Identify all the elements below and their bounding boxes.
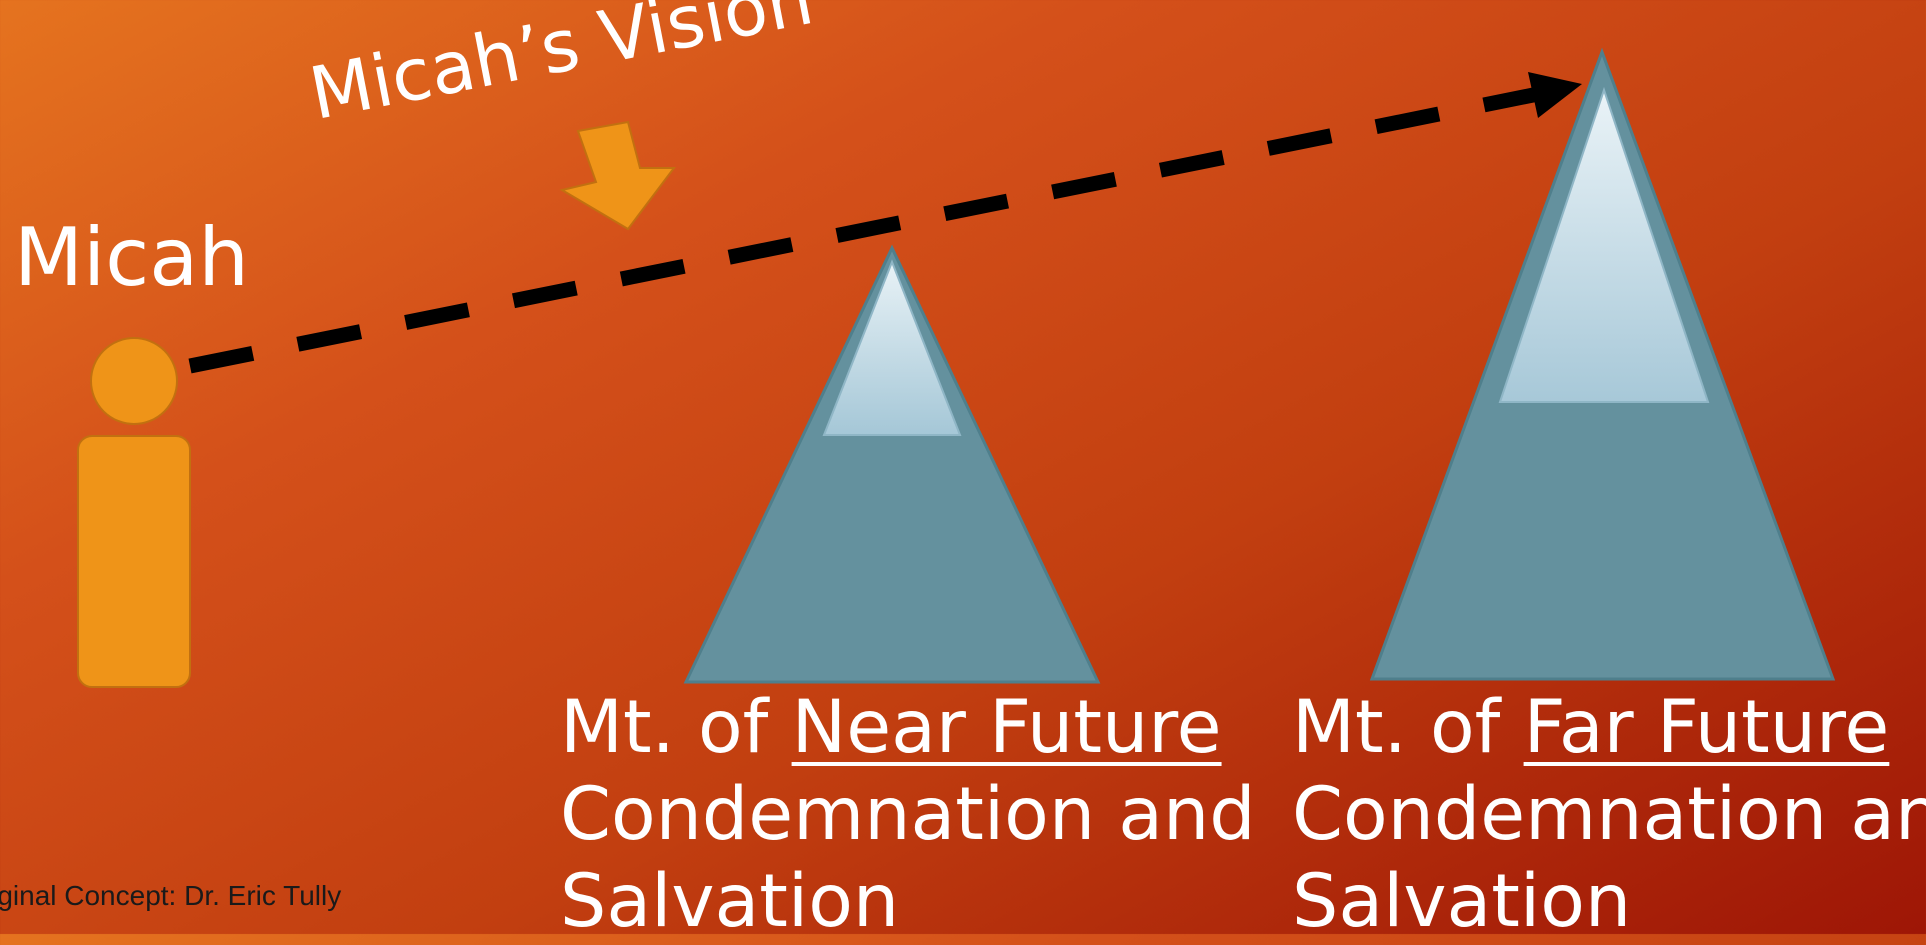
vision-dashed-line xyxy=(188,84,1550,374)
near-mountain xyxy=(683,244,1101,684)
down-arrow-icon xyxy=(559,120,677,231)
micah-label: Micah xyxy=(14,211,249,304)
near-mountain-prefix: Mt. of xyxy=(560,685,792,770)
micah-figure xyxy=(77,337,191,688)
far-mountain-line3: Salvation xyxy=(1292,859,1632,944)
far-mountain-label: Mt. of Far Future Condemnation and Salva… xyxy=(1292,684,1926,945)
credit-text: Original Concept: Dr. Eric Tully xyxy=(0,880,342,911)
near-mountain-line3: Salvation xyxy=(560,859,900,944)
near-mountain-line1: Mt. of Near Future xyxy=(560,684,1256,771)
vision-arrowhead-icon xyxy=(1528,72,1582,118)
far-mountain-line2: Condemnation and xyxy=(1292,772,1926,857)
far-mountain-emphasis: Far Future xyxy=(1523,685,1890,770)
near-mountain-line2: Condemnation and xyxy=(560,772,1256,857)
near-mountain-label: Mt. of Near Future Condemnation and Salv… xyxy=(560,684,1256,945)
near-mountain-emphasis: Near Future xyxy=(791,685,1222,770)
far-mountain-line1: Mt. of Far Future xyxy=(1292,684,1926,771)
far-mountain-prefix: Mt. of xyxy=(1292,685,1524,770)
micah-body xyxy=(77,435,191,688)
far-mountain xyxy=(1369,47,1836,681)
micah-head xyxy=(90,337,178,425)
